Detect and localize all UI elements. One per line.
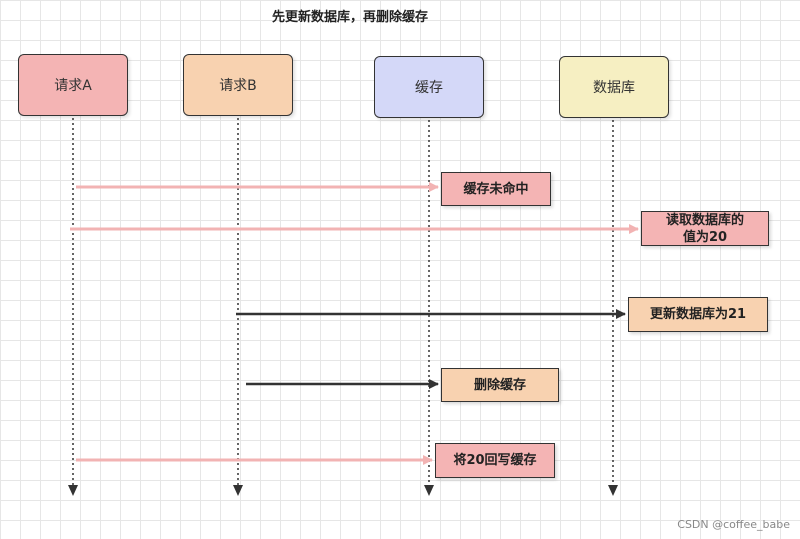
note-write-back: 将20回写缓存 <box>435 443 555 478</box>
lifeline-request-a-arrowhead <box>68 485 78 496</box>
diagram-title: 先更新数据库，再删除缓存 <box>271 10 428 25</box>
actor-cache: 缓存 <box>374 56 484 118</box>
lifeline-request-b-arrowhead <box>233 485 243 496</box>
lifeline-cache-arrowhead <box>424 485 434 496</box>
actor-request-a-label: 请求A <box>54 78 92 94</box>
note-read-db: 读取数据库的 值为20 <box>641 211 769 246</box>
note-update-db: 更新数据库为21 <box>628 297 768 332</box>
watermark: CSDN @coffee_babe <box>677 518 790 531</box>
actor-database: 数据库 <box>559 56 669 118</box>
actor-request-b: 请求B <box>183 54 293 116</box>
note-delete-cache: 删除缓存 <box>441 368 559 402</box>
actor-database-label: 数据库 <box>593 80 635 96</box>
note-cache-miss: 缓存未命中 <box>441 172 551 206</box>
actor-request-a: 请求A <box>18 54 128 116</box>
actor-request-b-label: 请求B <box>219 78 257 94</box>
lifeline-database-arrowhead <box>608 485 618 496</box>
actor-cache-label: 缓存 <box>415 80 443 96</box>
